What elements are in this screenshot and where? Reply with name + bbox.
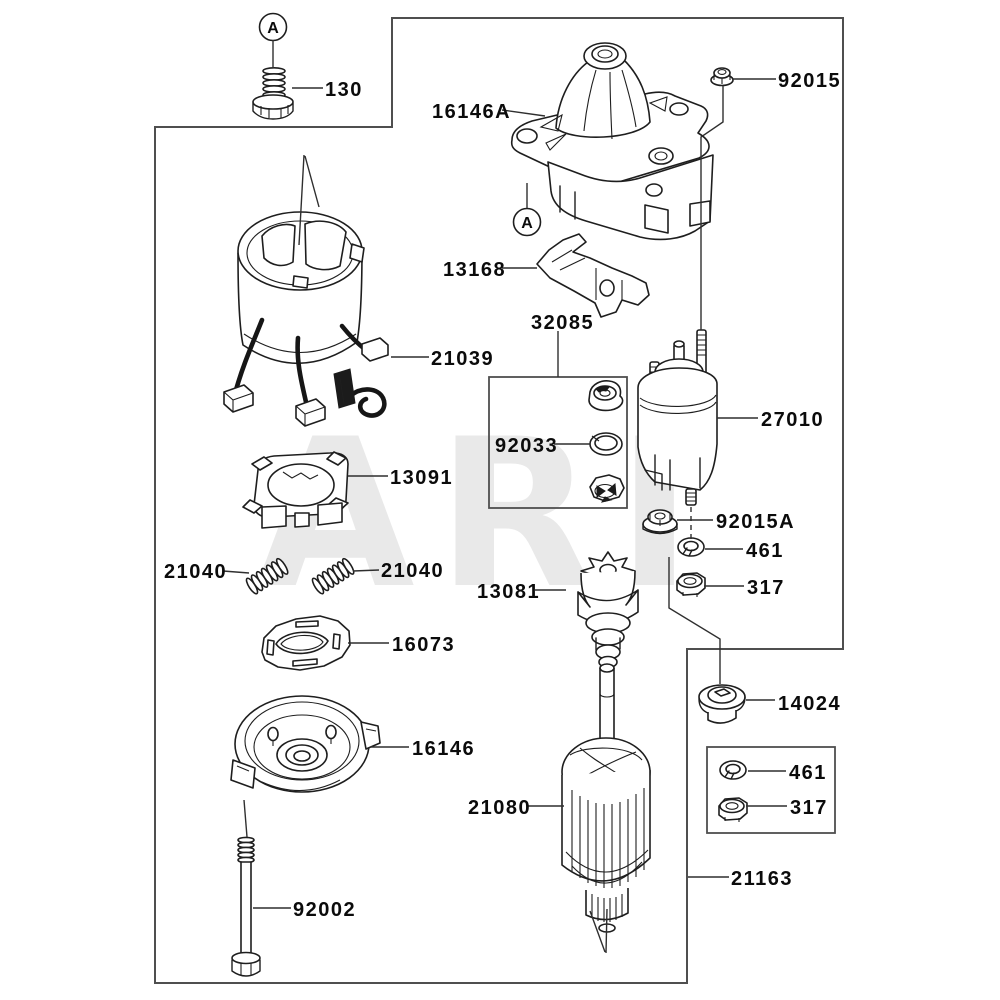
spring-21040-right-drawing	[311, 557, 355, 595]
brush-holder-13091-drawing	[242, 451, 349, 529]
detail-marker-a-housing: A	[512, 207, 542, 237]
label-317-stack: 317	[747, 577, 785, 599]
solenoid-27010-drawing	[637, 329, 718, 506]
bolt-92002-drawing	[231, 836, 261, 977]
label-27010: 27010	[761, 409, 824, 431]
label-14024: 14024	[778, 693, 841, 715]
nut-92015-drawing	[710, 67, 734, 87]
detail-marker-a-top: A	[258, 12, 288, 42]
label-21040-right: 21040	[381, 560, 444, 582]
label-21039: 21039	[431, 348, 494, 370]
detail-marker-a-top-label: A	[267, 20, 279, 37]
end-cap-16146-drawing	[230, 695, 381, 793]
label-317-box: 317	[790, 797, 828, 819]
kit-32085-contents	[588, 380, 625, 503]
detail-marker-a-housing-label: A	[521, 215, 533, 232]
label-461-box: 461	[789, 762, 827, 784]
label-92015a: 92015A	[716, 511, 795, 533]
washer-461-box-drawing	[719, 760, 747, 780]
pinion-13081-drawing	[577, 551, 639, 669]
label-21080: 21080	[468, 797, 531, 819]
gear-housing-16146a-drawing	[510, 42, 714, 241]
nut-92015a-drawing	[642, 509, 678, 535]
label-92002: 92002	[293, 899, 356, 921]
label-461-stack: 461	[746, 540, 784, 562]
label-92015: 92015	[778, 70, 841, 92]
nut-317-box-drawing	[718, 797, 748, 822]
label-16146a: 16146A	[432, 101, 511, 123]
nut-317-stack-drawing	[676, 572, 706, 597]
lever-13168-drawing	[536, 233, 650, 318]
diagram-group-outline	[154, 17, 844, 984]
label-13168: 13168	[443, 259, 506, 281]
label-21163: 21163	[731, 868, 793, 890]
label-130: 130	[325, 79, 363, 101]
bolt-130-drawing	[252, 67, 294, 120]
callout-labels: 130 16146A 92015 13168 32085 21039 92033…	[164, 70, 841, 921]
grommet-14024-drawing	[698, 684, 746, 724]
label-13081: 13081	[477, 581, 540, 603]
plate-16073-drawing	[261, 615, 351, 671]
label-32085: 32085	[531, 312, 594, 334]
leader-lines	[222, 40, 787, 954]
washer-461-stack-drawing	[677, 537, 705, 557]
spring-21040-left-drawing	[245, 557, 289, 595]
label-16073: 16073	[392, 634, 455, 656]
hardware-box-461-317	[706, 746, 836, 834]
yoke-21039-drawing	[223, 211, 389, 427]
label-92033: 92033	[495, 435, 558, 457]
armature-21080-drawing	[561, 663, 651, 933]
label-21040-left: 21040	[164, 561, 227, 583]
label-13091: 13091	[390, 467, 453, 489]
label-16146: 16146	[412, 738, 475, 760]
